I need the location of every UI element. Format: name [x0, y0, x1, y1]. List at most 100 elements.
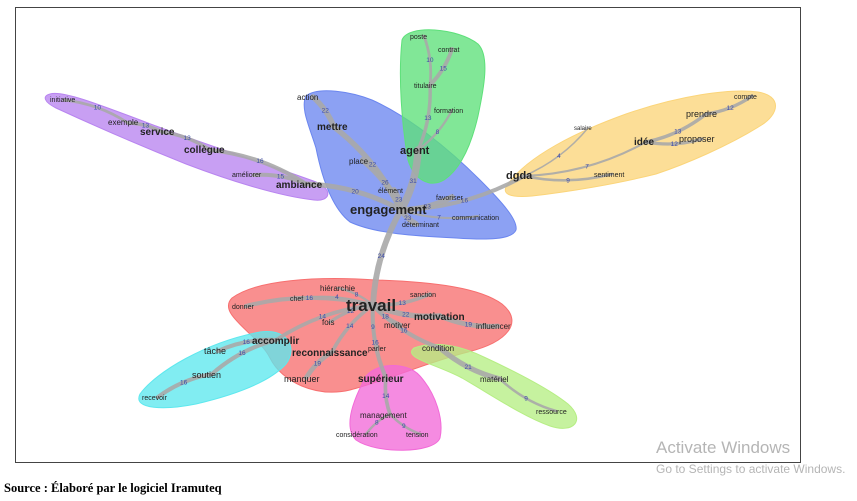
edge-reconnaissance-manquer	[303, 349, 335, 381]
edge-weight-superieur-management: 14	[382, 393, 390, 400]
word-determinant: déterminant	[402, 222, 439, 229]
edge-weight-travail-chef: 4	[335, 294, 339, 301]
edge-idee-proposer	[644, 137, 704, 146]
edge-weight-ambiance-collegue: 16	[256, 158, 264, 165]
word-service: service	[140, 127, 175, 138]
word-consideration: considération	[336, 432, 378, 439]
edge-weight-engagement-ambiance: 20	[351, 188, 359, 195]
word-donner: donner	[232, 304, 254, 311]
word-collegue: collègue	[184, 145, 225, 156]
word-influencer: influencer	[476, 322, 511, 331]
edge-weight-travail-accomplir: 14	[319, 314, 327, 321]
edge-weight-engagement-mettre: 22	[369, 162, 377, 169]
word-exemple: exemple	[108, 118, 139, 127]
edge-soutien-recevoir	[155, 371, 215, 400]
edge-management-consideration	[364, 412, 392, 436]
edge-weight-travail-hierarchie: 8	[355, 291, 359, 298]
edge-idee-prendre	[644, 112, 708, 144]
edge-weight-dgda-sentiment: 9	[566, 177, 570, 184]
source-caption: Source : Élaboré par le logiciel Iramute…	[4, 481, 222, 495]
word-recevoir: recevoir	[142, 395, 168, 402]
edge-service-exemple	[126, 121, 164, 134]
edge-travail-reconnaissance	[330, 303, 375, 354]
edge-management-tension	[388, 412, 422, 436]
edge-weight-titulaire-poste: 10	[426, 57, 434, 64]
edge-weight-engagement-element: 23	[395, 197, 403, 204]
word-materiel: matériel	[480, 375, 509, 384]
edge-mettre-action	[310, 94, 337, 130]
edge-weight-travail-motivation: 22	[402, 312, 410, 319]
edge-weight-idee-prendre: 13	[674, 129, 682, 136]
edge-weight-travail-reconnaissance: 14	[346, 323, 354, 330]
word-sentiment: sentiment	[594, 172, 624, 179]
edge-weight-collegue-service: 13	[183, 135, 191, 142]
edge-weight-engagement-travail: 24	[378, 253, 386, 260]
edge-weight-dgda-salaire: 4	[557, 153, 561, 160]
edge-travail-condition	[370, 302, 443, 351]
activation-watermark-subtitle: Go to Settings to activate Windows.	[656, 462, 846, 476]
word-agent: agent	[400, 145, 430, 157]
edge-weight-agent-formation: 8	[436, 129, 440, 136]
edge-weight-reconnaissance-manquer: 19	[314, 360, 322, 367]
word-reconnaissance: reconnaissance	[292, 348, 368, 359]
word-contrat: contrat	[438, 47, 459, 54]
word-engagement: engagement	[350, 202, 427, 217]
edge-titulaire-contrat	[428, 47, 454, 87]
edge-weight-engagement-communication: 7	[437, 215, 441, 222]
word-ressource: ressource	[536, 409, 567, 416]
edge-superieur-management	[383, 376, 392, 416]
edge-weight-agent-titulaire: 13	[424, 115, 432, 122]
word-motiver: motiver	[384, 321, 411, 330]
edge-dgda-salaire	[523, 127, 589, 177]
word-element: élément	[378, 188, 403, 195]
edge-weight-ambiance-ameliorer: 15	[277, 173, 285, 180]
edge-engagement-agent	[397, 146, 422, 214]
edge-weight-travail-fois: 12	[347, 308, 355, 315]
edge-engagement-ambiance	[303, 181, 404, 213]
edge-titulaire-poste	[422, 34, 433, 87]
edge-weight-travail-motiver: 18	[382, 314, 390, 321]
word-favoriser: favoriser	[436, 195, 464, 202]
word-condition: condition	[422, 344, 454, 353]
word-salaire: salaire	[574, 126, 592, 132]
edge-weight-idee-proposer: 12	[671, 141, 679, 148]
similarity-graph: 2422222623203116723231516131310813151094…	[44, 29, 776, 451]
word-formation: formation	[434, 108, 463, 115]
edge-weight-dgda-idee: 7	[585, 163, 589, 170]
word-idee: idée	[634, 137, 654, 148]
edge-agent-formation	[416, 108, 454, 152]
cluster-halo-pink	[349, 365, 442, 451]
word-mettre: mettre	[317, 122, 348, 133]
word-poste: poste	[410, 34, 427, 41]
word-management: management	[360, 411, 407, 420]
edge-prendre-compte	[704, 94, 754, 116]
edge-weight-engagement-agent: 31	[409, 178, 417, 185]
edge-travail-donner	[243, 295, 376, 309]
word-ambiance: ambiance	[276, 180, 323, 191]
edge-weight-engagement-favoriser: 23	[424, 204, 432, 211]
edge-condition-materiel	[437, 345, 503, 382]
edge-weight-engagement-dgda: 16	[461, 197, 469, 204]
edge-collegue-service	[160, 130, 212, 152]
word-chef: chef	[290, 296, 303, 303]
edge-agent-titulaire	[416, 83, 432, 152]
word-accomplir: accomplir	[252, 336, 299, 347]
edge-engagement-favoriser	[398, 194, 455, 213]
edge-dgda-idee	[522, 140, 648, 178]
edge-weight-travail-condition: 16	[400, 328, 408, 335]
edge-weight-travail-parler: 9	[371, 324, 375, 331]
word-manquer: manquer	[284, 374, 320, 384]
word-superieur: supérieur	[358, 374, 404, 385]
word-tache: tâche	[204, 346, 226, 356]
word-sanction: sanction	[410, 292, 436, 299]
word-place: place	[349, 157, 369, 166]
edge-weight-exemple-initiative: 10	[94, 105, 102, 112]
word-dgda: dgda	[506, 170, 533, 182]
edge-weight-titulaire-contrat: 15	[440, 65, 448, 72]
word-soutien: soutien	[192, 370, 221, 380]
word-travail: travail	[346, 296, 396, 315]
edge-travail-accomplir	[274, 303, 375, 342]
edge-weight-soutien-recevoir: 16	[180, 379, 188, 386]
edge-weight-materiel-ressource: 9	[524, 395, 528, 402]
